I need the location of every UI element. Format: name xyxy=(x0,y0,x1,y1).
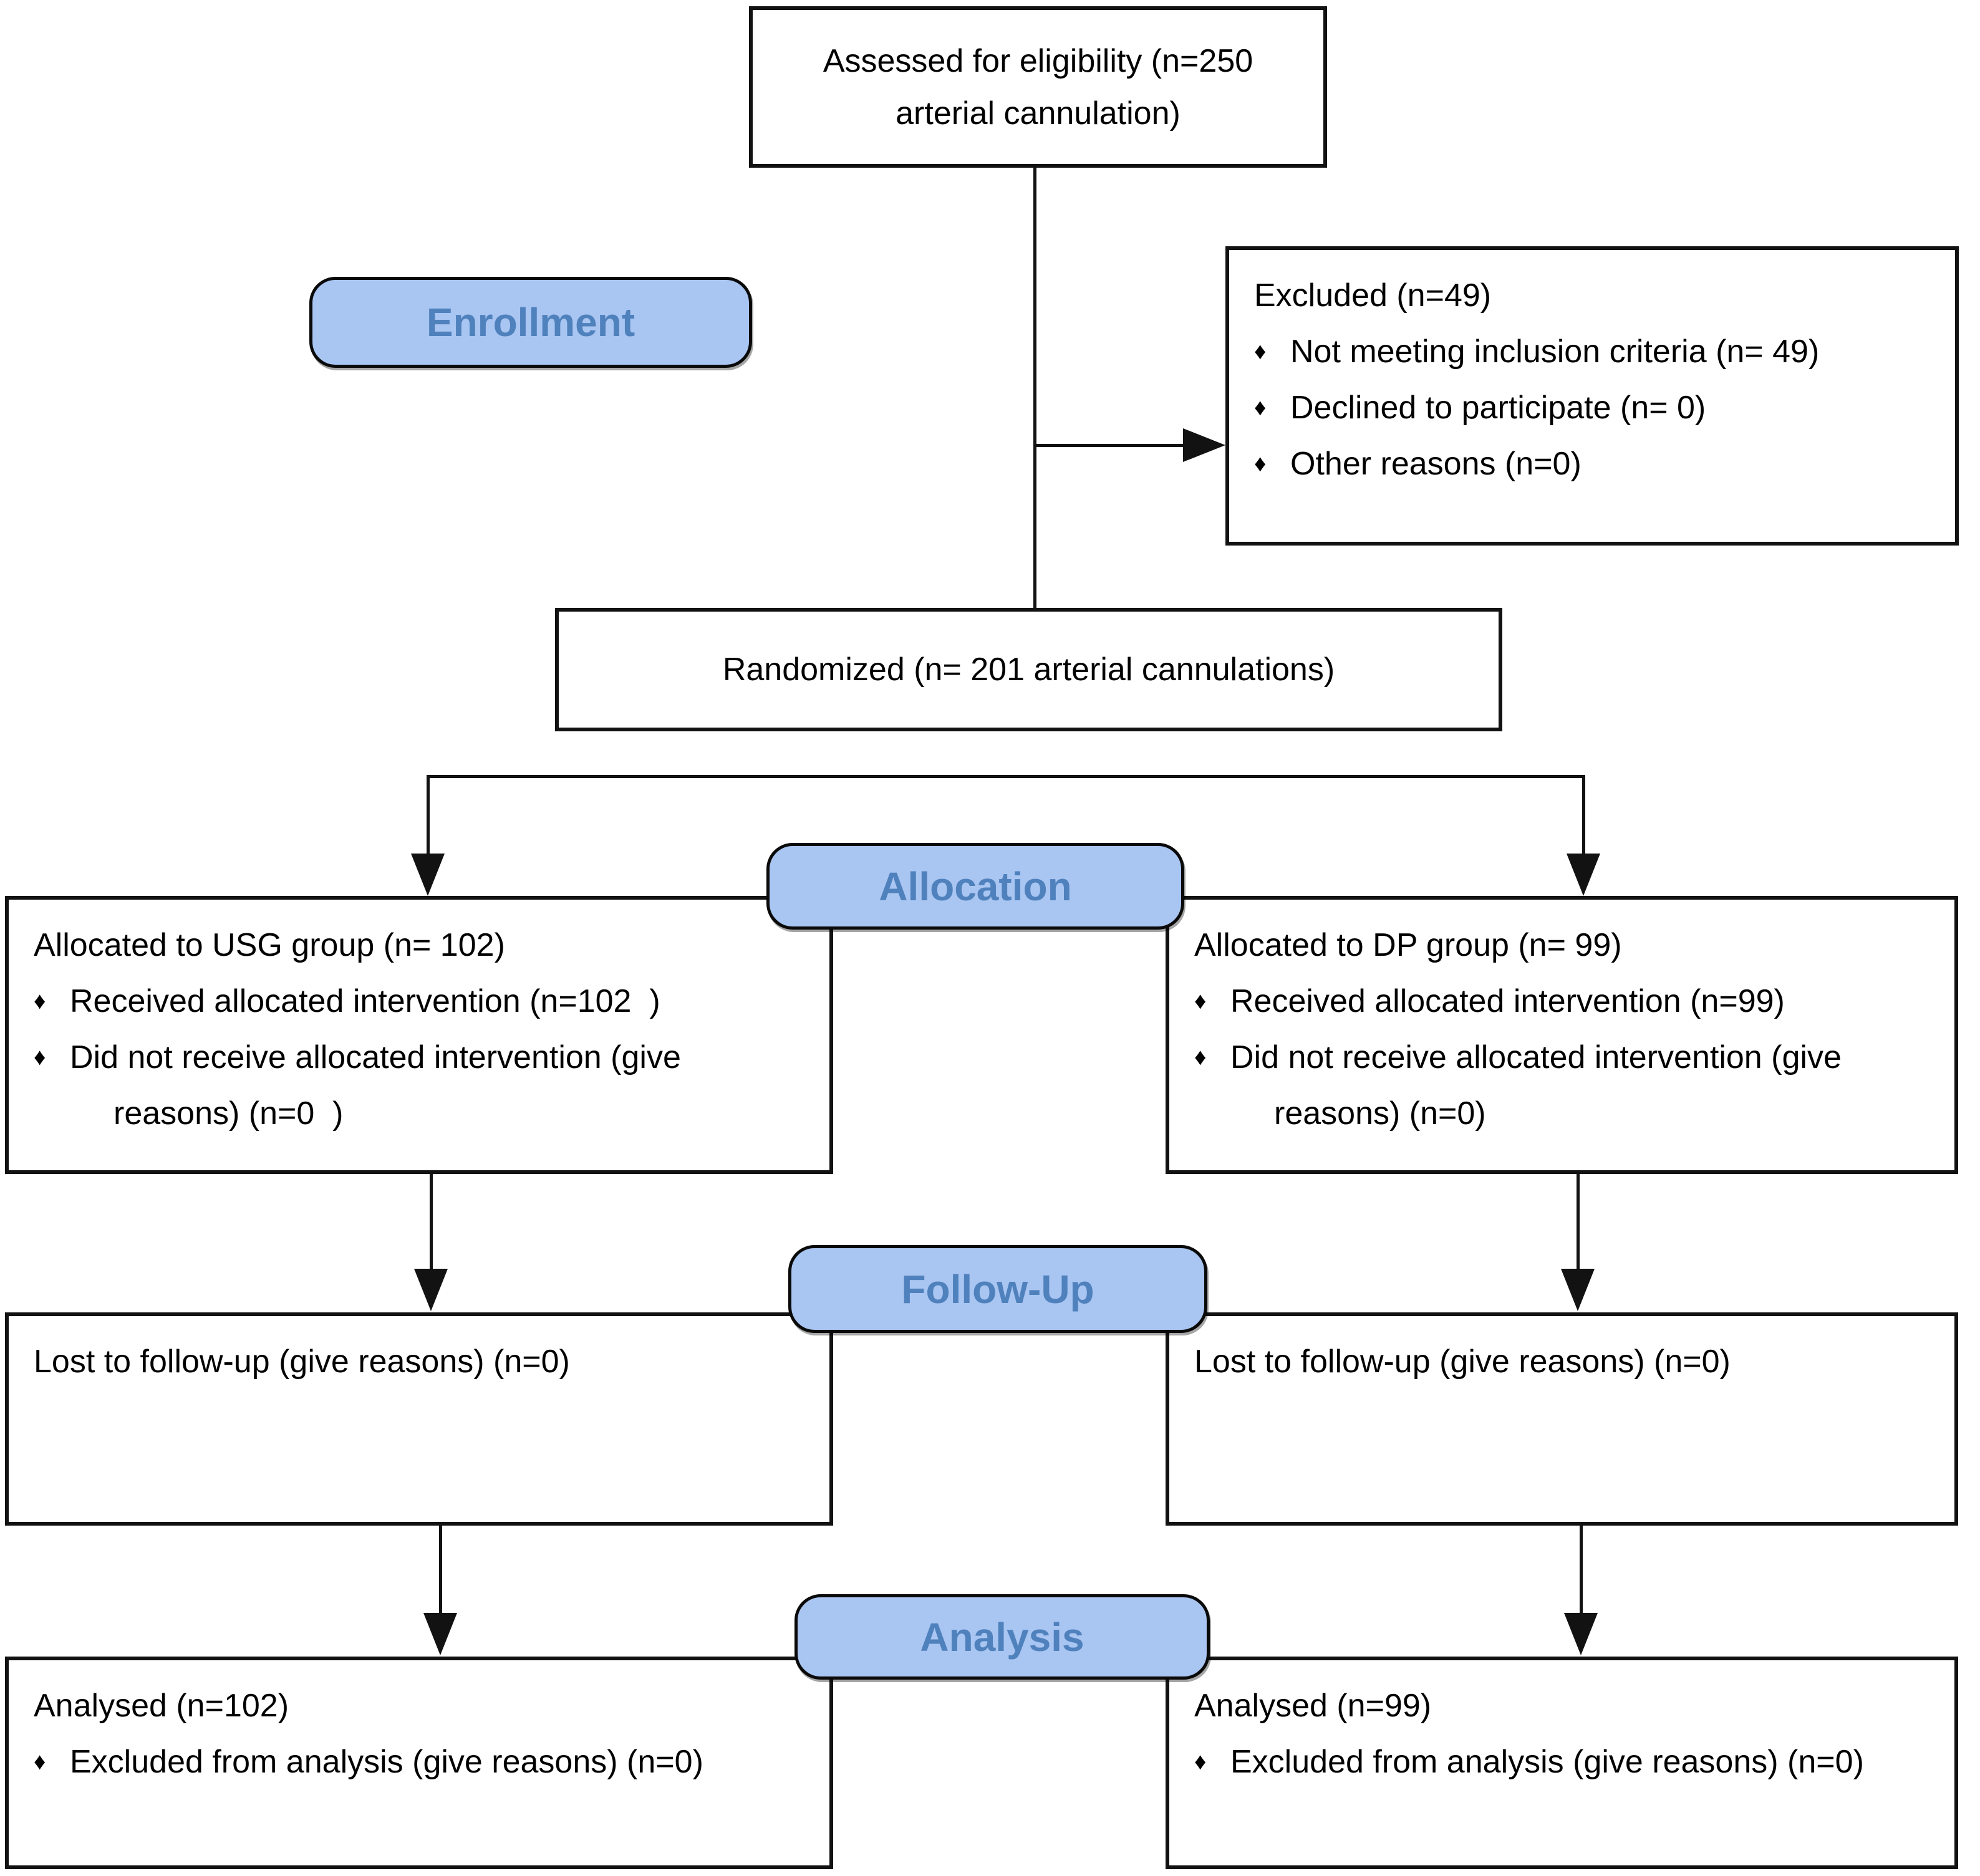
allocation-stage-label: Allocation xyxy=(766,843,1184,930)
excluded-item: ♦ Other reasons (n=0) xyxy=(1254,436,1936,492)
enrollment-stage-text: Enrollment xyxy=(426,300,635,345)
arrowhead-usg-analysis-icon xyxy=(423,1613,457,1655)
randomized-box: Randomized (n= 201 arterial cannulations… xyxy=(555,608,1502,731)
excluded-box: Excluded (n=49) ♦ Not meeting inclusion … xyxy=(1225,246,1959,546)
arrowhead-usg-allocation-icon xyxy=(411,854,445,896)
arrowhead-excluded-icon xyxy=(1183,428,1225,462)
usg-analysis-item: ♦ Excluded from analysis (give reasons) … xyxy=(34,1734,811,1790)
enrollment-stage-label: Enrollment xyxy=(309,277,752,368)
randomized-text: Randomized (n= 201 arterial cannulations… xyxy=(722,652,1335,688)
connector-to-excluded xyxy=(1033,444,1185,447)
usg-allocation-box: Allocated to USG group (n= 102) ♦ Receiv… xyxy=(5,896,833,1174)
branch-right-drop xyxy=(1582,775,1585,854)
dp-analysis-item-text: Excluded from analysis (give reasons) (n… xyxy=(1230,1744,1864,1780)
usg-allocation-item: ♦ Received allocated intervention (n=102… xyxy=(34,973,811,1029)
excluded-title: Excluded (n=49) xyxy=(1254,277,1492,314)
excluded-item-text: Other reasons (n=0) xyxy=(1290,446,1582,482)
dp-followup-box: Lost to follow-up (give reasons) (n=0) xyxy=(1166,1312,1958,1526)
branch-line xyxy=(427,775,1585,778)
diamond-bullet-icon: ♦ xyxy=(1254,395,1267,421)
followup-stage-label: Follow-Up xyxy=(788,1245,1207,1333)
usg-analysis-item-text: Excluded from analysis (give reasons) (n… xyxy=(70,1744,703,1780)
dp-analysis-title: Analysed (n=99) xyxy=(1194,1688,1432,1724)
analysis-stage-text: Analysis xyxy=(920,1614,1084,1660)
assessed-line-2: arterial cannulation) xyxy=(896,95,1181,132)
connector-assessed-to-randomized xyxy=(1033,168,1036,608)
dp-allocation-box: Allocated to DP group (n= 99) ♦ Received… xyxy=(1166,896,1958,1174)
excluded-item: ♦ Declined to participate (n= 0) xyxy=(1254,380,1936,436)
dp-allocation-item-text: Received allocated intervention (n=99) xyxy=(1230,983,1785,1019)
dp-allocation-title: Allocated to DP group (n= 99) xyxy=(1194,927,1622,963)
excluded-item-text: Not meeting inclusion criteria (n= 49) xyxy=(1290,334,1820,370)
dp-followup-text: Lost to follow-up (give reasons) (n=0) xyxy=(1194,1344,1731,1380)
usg-allocation-item-text: Did not receive allocated intervention (… xyxy=(70,1039,681,1132)
arrowhead-dp-followup-icon xyxy=(1561,1269,1595,1311)
diamond-bullet-icon: ♦ xyxy=(1254,451,1267,477)
usg-followup-text: Lost to follow-up (give reasons) (n=0) xyxy=(34,1344,570,1380)
connector-usg-alloc-to-followup xyxy=(430,1174,433,1269)
allocation-stage-text: Allocation xyxy=(879,863,1072,909)
diamond-bullet-icon: ♦ xyxy=(34,1749,46,1775)
diamond-bullet-icon: ♦ xyxy=(34,988,46,1014)
assessed-box: Assessed for eligibility (n=250 arterial… xyxy=(749,6,1327,168)
arrowhead-dp-allocation-icon xyxy=(1567,854,1600,896)
diamond-bullet-icon: ♦ xyxy=(1194,988,1207,1014)
connector-usg-followup-to-analysis xyxy=(439,1526,442,1613)
dp-allocation-item: ♦ Received allocated intervention (n=99) xyxy=(1194,973,1936,1029)
analysis-stage-label: Analysis xyxy=(794,1594,1210,1680)
usg-analysis-box: Analysed (n=102) ♦ Excluded from analysi… xyxy=(5,1657,833,1869)
assessed-line-1: Assessed for eligibility (n=250 xyxy=(823,42,1253,79)
dp-analysis-item: ♦ Excluded from analysis (give reasons) … xyxy=(1194,1734,1936,1790)
diamond-bullet-icon: ♦ xyxy=(1194,1749,1207,1775)
connector-dp-followup-to-analysis xyxy=(1580,1526,1583,1613)
usg-analysis-title: Analysed (n=102) xyxy=(34,1688,289,1724)
excluded-item: ♦ Not meeting inclusion criteria (n= 49) xyxy=(1254,324,1936,380)
diamond-bullet-icon: ♦ xyxy=(1254,339,1267,365)
diamond-bullet-icon: ♦ xyxy=(1194,1044,1207,1070)
excluded-item-text: Declined to participate (n= 0) xyxy=(1290,390,1706,426)
usg-allocation-title: Allocated to USG group (n= 102) xyxy=(34,927,505,963)
dp-analysis-box: Analysed (n=99) ♦ Excluded from analysis… xyxy=(1166,1657,1958,1869)
usg-followup-box: Lost to follow-up (give reasons) (n=0) xyxy=(5,1312,833,1526)
branch-left-drop xyxy=(427,775,430,854)
connector-dp-alloc-to-followup xyxy=(1577,1174,1580,1269)
usg-allocation-item: ♦ Did not receive allocated intervention… xyxy=(34,1029,811,1142)
arrowhead-usg-followup-icon xyxy=(414,1269,448,1311)
arrowhead-dp-analysis-icon xyxy=(1564,1613,1598,1655)
followup-stage-text: Follow-Up xyxy=(901,1266,1094,1312)
dp-allocation-item-text: Did not receive allocated intervention (… xyxy=(1230,1039,1842,1132)
usg-allocation-item-text: Received allocated intervention (n=102 ) xyxy=(70,983,660,1019)
dp-allocation-item: ♦ Did not receive allocated intervention… xyxy=(1194,1029,1936,1142)
diamond-bullet-icon: ♦ xyxy=(34,1044,46,1070)
